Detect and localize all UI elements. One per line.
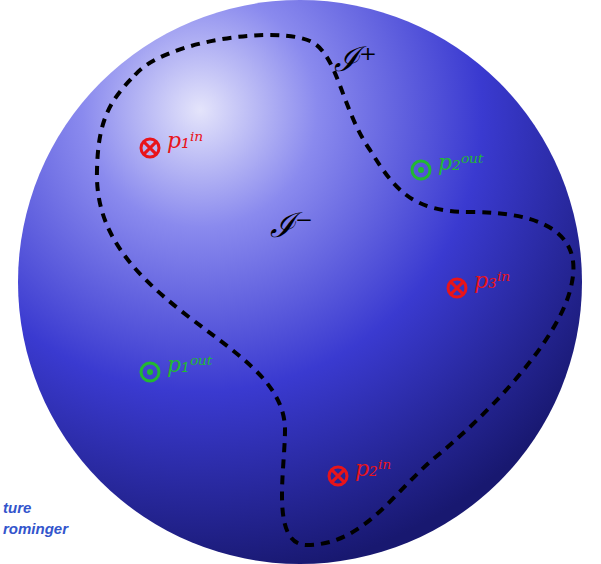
outgoing-symbols [141,161,430,381]
future-null-infinity: ℐ⁺ [334,42,377,76]
momentum-label: p₃ⁱⁿ [474,270,510,292]
sphere [18,0,582,564]
momentum-label: p₂ᵒᵘᵗ [438,152,484,174]
credit-text: ture [3,500,31,515]
momentum-label: p₂ⁱⁿ [355,458,391,480]
momentum-label: p₁ᵒᵘᵗ [167,354,213,376]
incoming-symbols [141,139,466,485]
momentum-label: p₁ⁱⁿ [167,130,203,152]
region-boundary [97,35,574,545]
past-null-infinity: ℐ⁻ [270,208,313,242]
credit-text: rominger [3,521,68,536]
